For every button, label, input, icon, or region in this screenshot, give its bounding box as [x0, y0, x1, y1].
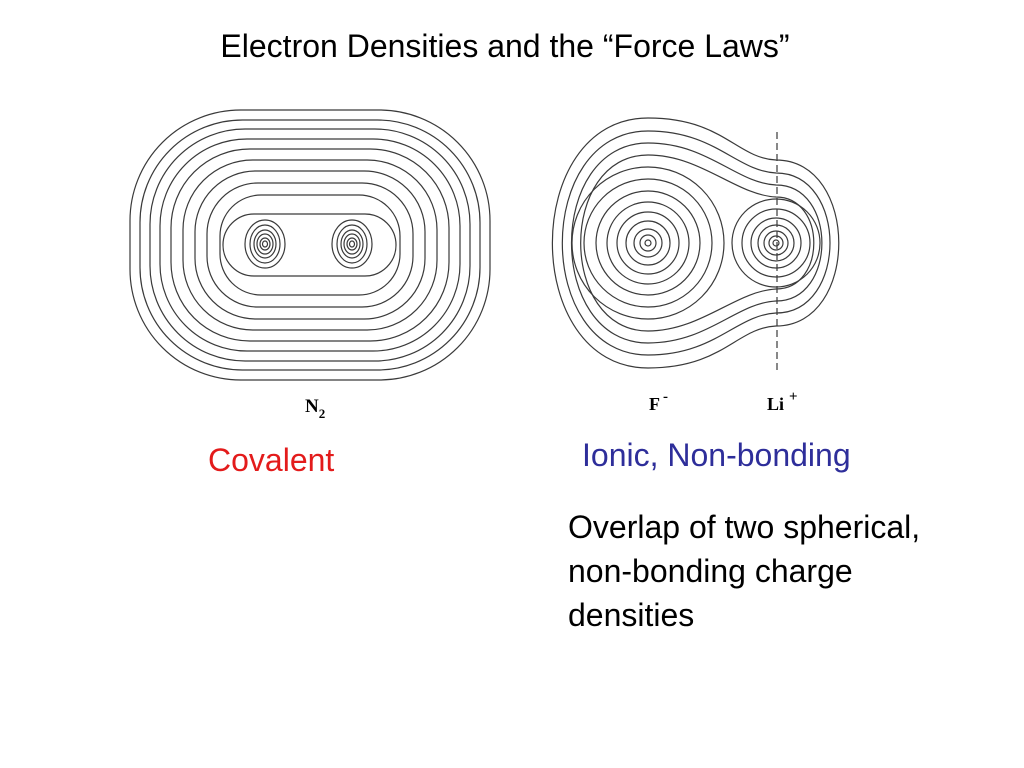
lithium-contour: [741, 208, 811, 278]
n2-nucleus-contour: [261, 240, 269, 248]
n2-contour-line: [222, 213, 397, 277]
overlap-description: Overlap of two spherical, non-bonding ch…: [568, 505, 1018, 637]
n2-nucleus-contour: [343, 233, 361, 255]
n2-nucleus-contour: [346, 237, 358, 251]
n2-nucleus-contour: [244, 219, 286, 269]
description-line: Overlap of two spherical,: [568, 509, 921, 545]
n2-contour-line: [194, 170, 426, 320]
n2-nucleus-contour: [256, 233, 274, 255]
fluoride-contour: [606, 201, 690, 285]
fluoride-contour: [644, 239, 652, 247]
n2-nucleus-contour: [259, 237, 271, 251]
n2-nucleus-contour: [249, 224, 281, 264]
lithium-contour: [731, 198, 821, 288]
fluoride-contour: [633, 228, 663, 258]
fluoride-label: F-: [649, 389, 668, 414]
lithium-contour: [763, 230, 789, 256]
n2-label: N2: [305, 396, 325, 421]
n2-nucleus-contour: [340, 229, 364, 259]
fluoride-contour: [583, 178, 713, 308]
n2-contour-line: [219, 194, 401, 296]
fluoride-contour: [571, 166, 725, 320]
ionic-envelope-contour: [561, 130, 831, 356]
n2-nucleus-contour: [336, 224, 368, 264]
covalent-caption: Covalent: [208, 442, 335, 478]
lithium-contour: [757, 224, 795, 262]
n2-nucleus-contour: [253, 229, 277, 259]
n2-contour-line: [170, 148, 450, 342]
lithium-label: Li+: [767, 389, 798, 414]
ionic-envelope-contour: [580, 154, 815, 332]
ionic-contour-map: [551, 117, 840, 369]
ionic-caption: Ionic, Non-bonding: [582, 437, 851, 473]
slide-title: Electron Densities and the “Force Laws”: [220, 28, 790, 64]
fluoride-contour: [639, 234, 657, 252]
n2-contour-line: [129, 109, 491, 381]
ionic-envelope-contour: [551, 117, 840, 369]
ionic-envelope-contour: [571, 142, 823, 344]
n2-contour-line: [182, 159, 438, 331]
fluoride-contour: [595, 190, 701, 296]
n2-nucleus-contour: [331, 219, 373, 269]
n2-contour-map: [129, 109, 491, 381]
lithium-contour: [772, 239, 780, 247]
n2-contour-line: [139, 119, 481, 371]
lithium-contour: [750, 217, 802, 269]
description-line: densities: [568, 597, 695, 633]
n2-nucleus-contour: [348, 240, 356, 248]
n2-contour-line: [149, 128, 471, 362]
fluoride-contour: [625, 220, 671, 266]
fluoride-contour: [616, 211, 680, 275]
description-line: non-bonding charge: [568, 553, 853, 589]
n2-contour-line: [206, 182, 414, 308]
lithium-contour: [768, 235, 784, 251]
n2-contour-line: [159, 138, 461, 352]
